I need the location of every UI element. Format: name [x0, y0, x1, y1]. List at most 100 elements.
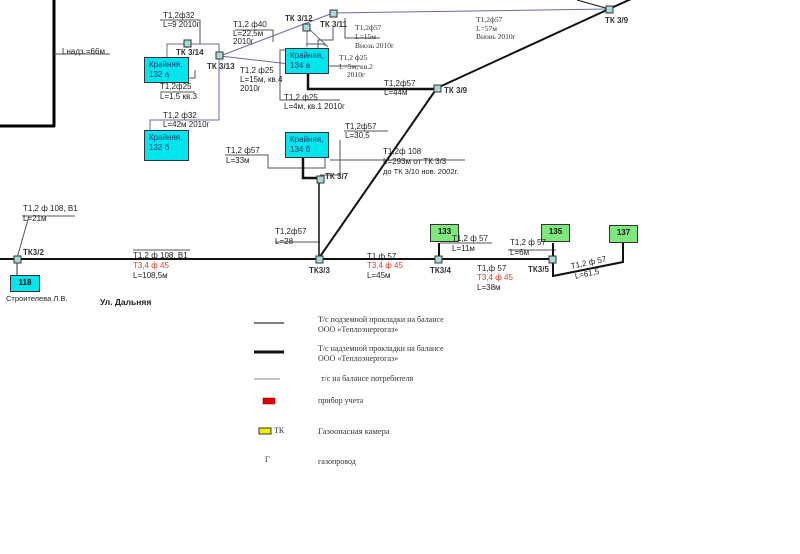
- building-label: Крайняя, 132 а: [149, 60, 183, 79]
- pipe-label: Т1,ф 57: [367, 252, 397, 261]
- pipe-length: L=38м: [477, 283, 501, 292]
- pipe-length: L=44м: [384, 88, 408, 97]
- pipe-length: L=57м: [476, 24, 498, 33]
- chamber-label-tk3-4: ТК3/4: [430, 266, 451, 275]
- pipe-length: L=108,5м: [133, 271, 168, 280]
- chamber-node-tk3-12: [302, 23, 311, 32]
- pipe-length: L=293м от ТК 3/3: [383, 157, 447, 166]
- building-label: Крайняя, 132 б: [149, 133, 183, 152]
- legend-item-gas-chamber: Газоопасная камера: [318, 426, 390, 436]
- building-label: 133: [437, 227, 452, 236]
- pipe-length: L=33м: [226, 156, 250, 165]
- chamber-node-tk3-14: [183, 39, 192, 48]
- chamber-node-tk3-9-top: [605, 5, 614, 14]
- legend-item-gas-pipe: газопровод: [318, 457, 356, 466]
- pipe-label: Т1,2 ф 108, В1: [133, 251, 188, 260]
- street-name: Ул. Дальняя: [100, 297, 152, 307]
- building-label: 118: [18, 278, 32, 287]
- pipe-length: L=28: [275, 237, 294, 246]
- chamber-label-tk3-14: ТК 3/14: [176, 48, 204, 57]
- legend-item-meter: прибор учета: [318, 396, 364, 405]
- building-label: 135: [548, 227, 563, 236]
- consumer-lines: [149, 8, 610, 133]
- pipe-label: Т1,2ф57: [384, 79, 416, 88]
- chamber-label-tk3-12: ТК 3/12: [285, 14, 313, 23]
- legend-item-underground: Т/с подземной прокладки на балансе ООО «…: [318, 315, 444, 335]
- pipe-length: L=11м: [452, 244, 475, 253]
- pipe-label: Т1,2 ф 57: [452, 234, 488, 243]
- chamber-label-tk3-7: ТК 3/7: [325, 172, 349, 181]
- chamber-node-tk3-11: [329, 9, 338, 18]
- legend-text: ООО «Теплоэнергогаз»: [318, 325, 399, 334]
- chamber-node-tk3-7: [316, 175, 325, 184]
- pipe-label: Т1,2ф 108: [383, 147, 422, 156]
- legend-item-consumer: т/с на балансе потребителя: [321, 374, 414, 383]
- pipe-year: Вновь 2010г: [476, 32, 516, 41]
- pipe-label-secondary: Т3,4 ф 45: [477, 273, 513, 282]
- legend-symbols: [254, 322, 284, 435]
- chamber-node-tk3-13: [215, 51, 224, 60]
- pipe-label: Т1,2 ф25: [240, 66, 274, 75]
- pipe-length: L=45м: [367, 271, 391, 280]
- building-118-owner: Строителева Л.В.: [6, 294, 68, 303]
- pipe-year: 2010г: [233, 37, 254, 46]
- chamber-node-tk3-5: [548, 255, 557, 264]
- pipe-label: Т1,2 ф40: [233, 20, 267, 29]
- pipe-length: L=30,5: [345, 131, 370, 140]
- chamber-label-tk3-9-top: ТК 3/9: [605, 16, 629, 25]
- building-label: Крайняя, 134 б: [290, 135, 324, 154]
- pipe-length: L=1,5 кв.3: [160, 92, 197, 101]
- legend-text: ООО «Теплоэнергогаз»: [318, 354, 399, 363]
- pipe-year: Внозь 2010г: [355, 41, 395, 50]
- building-137[interactable]: 137: [609, 225, 638, 243]
- pipe-length: L=22,5м: [233, 29, 264, 38]
- pipe-label: Т1,2ф57: [355, 23, 382, 32]
- building-label: Крайняя, 134 а: [290, 51, 324, 70]
- legend-item-aboveground: Т/с надземной прокладки на балансе ООО «…: [318, 344, 444, 364]
- pipe-length: L=4м, кв.1 2010г: [284, 102, 345, 111]
- building-133[interactable]: 133: [430, 224, 459, 242]
- building-135[interactable]: 135: [541, 224, 570, 242]
- chamber-label-tk3-11: ТК 3/11: [320, 20, 348, 29]
- building-krainyaya-132b[interactable]: Крайняя, 132 б: [144, 130, 189, 161]
- pipe-length: L=5м, кв.2: [339, 62, 373, 71]
- legend-text: Т/с подземной прокладки на балансе: [318, 315, 444, 324]
- pipe-label: Т1,2 ф57: [226, 146, 260, 155]
- leader-lines: [16, 18, 556, 259]
- pipe-label: Т1,2 ф25: [339, 53, 368, 62]
- pipe-length: L=15м, кв.4: [240, 75, 283, 84]
- pipe-year: 2010г: [347, 70, 366, 79]
- pipe-label: Т1,ф 57: [477, 264, 507, 273]
- legend-tk-symbol-label: ТК: [274, 426, 285, 435]
- chamber-label-tk3-3: ТК3/3: [309, 266, 330, 275]
- building-krainyaya-134b[interactable]: Крайняя, 134 б: [285, 132, 329, 158]
- pipe-label: Т1,2 ф32: [163, 111, 197, 120]
- chamber-node-tk3-3: [315, 255, 324, 264]
- pipe-length: L=9 2010г: [163, 20, 200, 29]
- chamber-label-tk3-13: ТК 3/13: [207, 62, 235, 71]
- building-118[interactable]: 118: [10, 275, 40, 292]
- pipe-length: L=21м: [23, 214, 47, 223]
- pipe-year: 2010г: [240, 84, 261, 93]
- above-ground-pipes: [0, 0, 632, 278]
- pipe-label: Т1,2ф25: [160, 82, 192, 91]
- pipe-label: Т1,2 ф25: [284, 93, 318, 102]
- pipe-label: Т1,2 ф 57: [510, 238, 546, 247]
- pipe-length: L=15м: [355, 32, 377, 41]
- building-krainyaya-132a[interactable]: Крайняя, 132 а: [144, 57, 189, 83]
- pipe-label: Т1,2 ф 108, В1: [23, 204, 78, 213]
- chamber-node-tk3-2: [13, 255, 22, 264]
- chamber-node-tk3-4: [434, 255, 443, 264]
- pipe-length: L=42м 2010г: [163, 120, 210, 129]
- pipe-length: L=6м: [510, 248, 530, 257]
- overhead-length-label: Lнадз.=66м: [62, 47, 105, 56]
- chamber-label-tk3-2: ТК3/2: [23, 248, 44, 257]
- chamber-label-tk3-9: ТК 3/9: [444, 86, 468, 95]
- building-krainyaya-134a[interactable]: Крайняя, 134 а: [285, 48, 329, 74]
- pipe-note: до ТК 3/10 нов. 2002г.: [383, 167, 459, 176]
- pipe-label: Т1,2ф57: [345, 122, 377, 131]
- pipe-label-secondary: Т3,4 ф 45: [367, 261, 403, 270]
- pipe-label: Т1,2ф57: [476, 15, 503, 24]
- chamber-nodes: [13, 5, 614, 264]
